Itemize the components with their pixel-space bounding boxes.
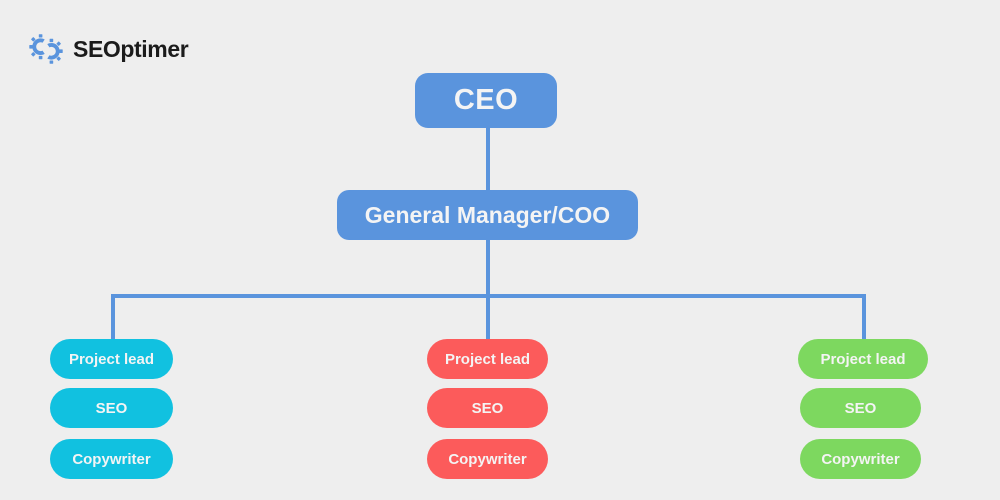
node-team-1-seo[interactable]: SEO bbox=[50, 388, 173, 428]
node-team-2-copywriter[interactable]: Copywriter bbox=[427, 439, 548, 479]
connector-drop-team-3 bbox=[862, 294, 866, 340]
node-ceo[interactable]: CEO bbox=[415, 73, 557, 128]
node-team-3-seo[interactable]: SEO bbox=[800, 388, 921, 428]
connector-drop-team-1 bbox=[111, 294, 115, 340]
seoptimer-wordmark: SEOptimer bbox=[73, 35, 189, 62]
connector-gm-trunk bbox=[486, 240, 490, 339]
seoptimer-logo: SEOptimer bbox=[28, 31, 189, 67]
node-team-1-project-lead[interactable]: Project lead bbox=[50, 339, 173, 379]
node-team-2-project-lead[interactable]: Project lead bbox=[427, 339, 548, 379]
node-team-1-copywriter[interactable]: Copywriter bbox=[50, 439, 173, 479]
node-team-2-seo[interactable]: SEO bbox=[427, 388, 548, 428]
connector-ceo-to-gm bbox=[486, 128, 490, 190]
node-general-manager[interactable]: General Manager/COO bbox=[337, 190, 638, 240]
connector-branch-bar bbox=[113, 294, 866, 298]
seoptimer-gears-icon bbox=[28, 31, 64, 67]
node-team-3-project-lead[interactable]: Project lead bbox=[798, 339, 928, 379]
node-team-3-copywriter[interactable]: Copywriter bbox=[800, 439, 921, 479]
